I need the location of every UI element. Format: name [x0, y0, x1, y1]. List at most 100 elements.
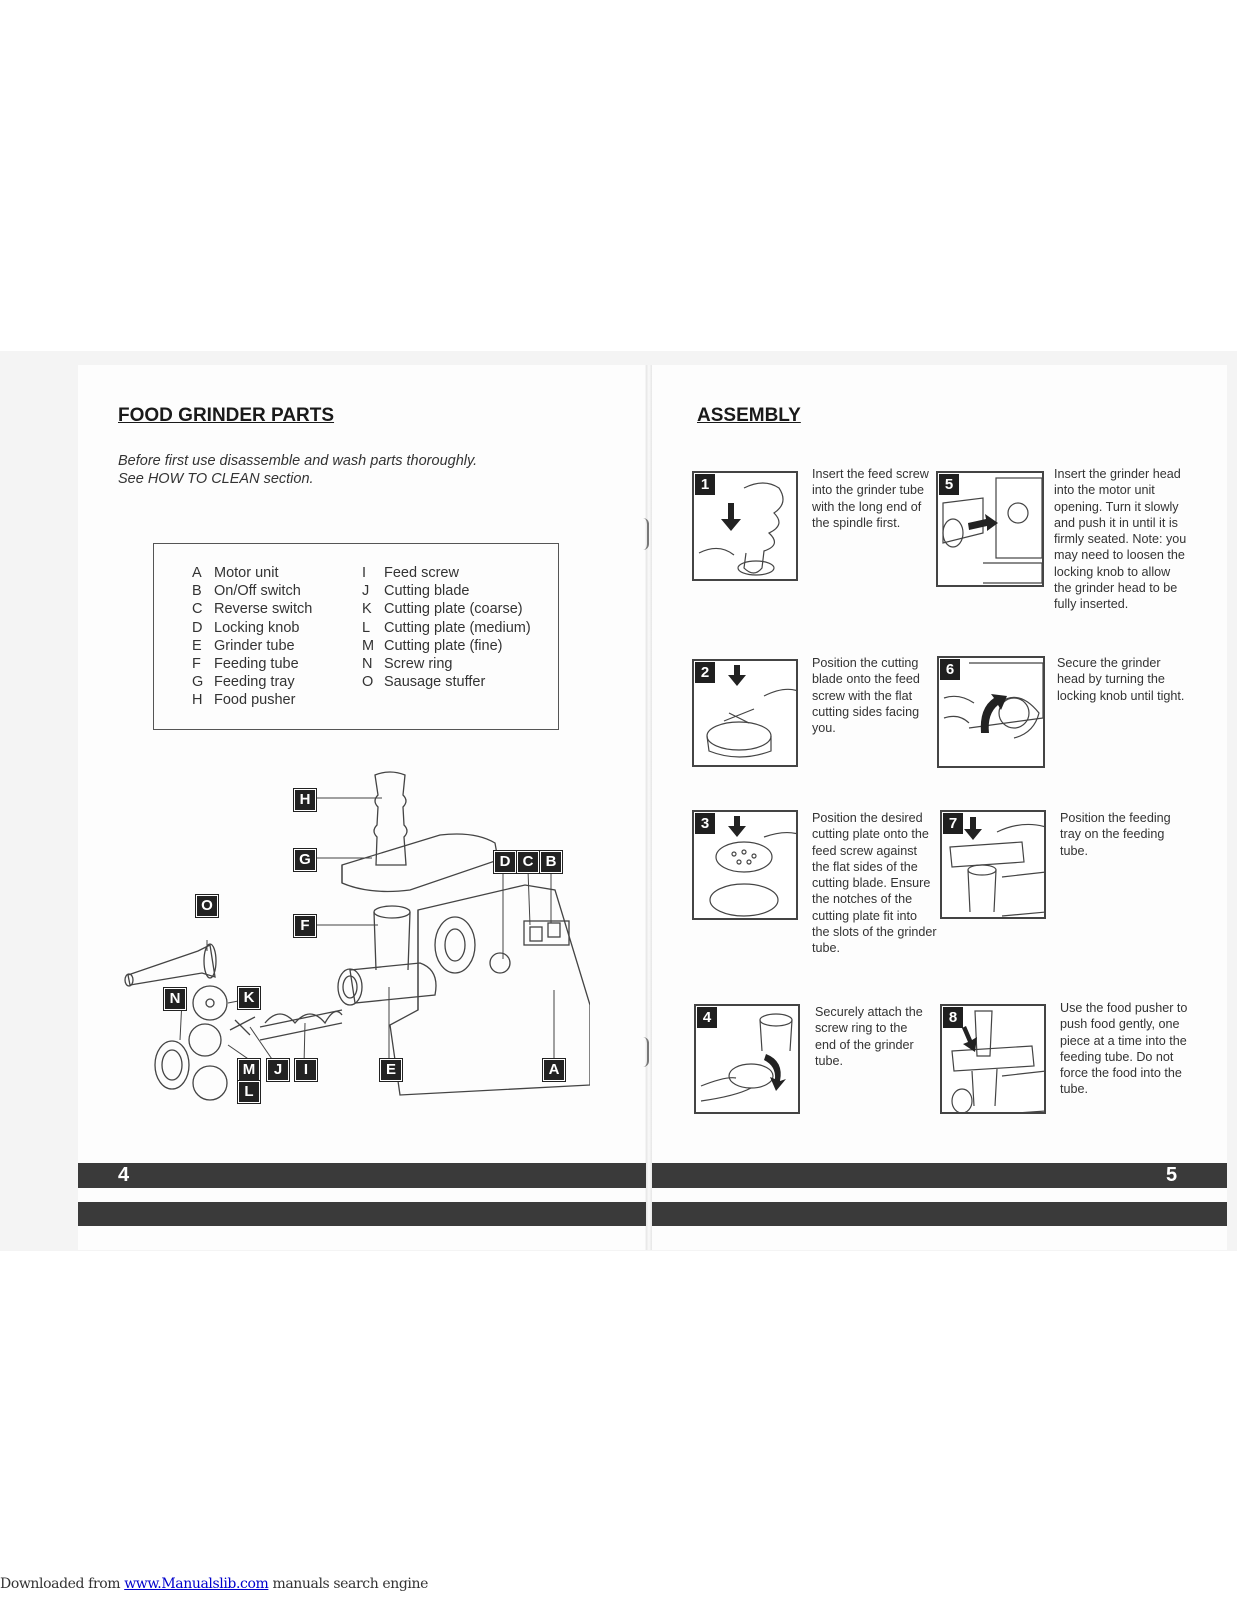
- part-letter: E: [192, 637, 202, 654]
- part-letter: N: [362, 656, 373, 673]
- motor-unit-drawing: [389, 884, 590, 1096]
- part-item: O Sausage stuffer: [362, 673, 531, 691]
- step-6-text: Secure the grinder head by turning the l…: [1057, 656, 1185, 703]
- footer-suffix: manuals search engine: [268, 1576, 429, 1592]
- food-pusher-use-icon: [951, 1010, 1044, 1112]
- label-B: B: [539, 850, 563, 874]
- label-K: K: [237, 986, 261, 1010]
- label-N: N: [163, 987, 187, 1011]
- label-O: O: [195, 894, 219, 918]
- label-C: C: [516, 850, 540, 874]
- part-item: L Cutting plate (medium): [362, 619, 531, 637]
- grinder-illustration: [124, 771, 590, 1101]
- binding-mark: [641, 1037, 649, 1067]
- feed-screw-insert-icon: [698, 482, 784, 576]
- manualslib-link[interactable]: www.Manualslib.com: [124, 1576, 269, 1592]
- step-8-text: Use the food pusher to push food gently,…: [1060, 1001, 1188, 1097]
- part-letter: G: [192, 674, 204, 691]
- screw-ring-drawing: [154, 1040, 190, 1090]
- step-4-text: Securely attach the screw ring to the en…: [815, 1005, 923, 1068]
- feed-screw-drawing: [264, 1010, 343, 1025]
- step-3-text: Position the desired cutting plate onto …: [812, 811, 937, 956]
- step-number: 3: [695, 813, 715, 834]
- intro-line: See HOW TO CLEAN section.: [118, 471, 314, 487]
- label-J: J: [266, 1058, 290, 1082]
- label-M: M: [237, 1058, 261, 1082]
- part-letter: K: [362, 601, 372, 618]
- left-page: [78, 365, 645, 1250]
- cutting-blade-position-icon: [706, 665, 796, 758]
- footer-prefix: Downloaded from: [0, 1576, 125, 1592]
- cutting-plate-medium: [192, 1065, 228, 1101]
- part-item: J Cutting blade: [362, 582, 531, 600]
- label-L: L: [237, 1080, 261, 1104]
- step-5-text: Insert the grinder head into the motor u…: [1054, 467, 1187, 612]
- part-item: I Feed screw: [362, 564, 531, 582]
- part-letter: O: [362, 674, 374, 691]
- page-4-band-lower: [78, 1202, 646, 1226]
- step-number: 2: [695, 662, 715, 683]
- step-number: 8: [943, 1007, 963, 1028]
- part-letter: I: [362, 565, 367, 581]
- part-letter: C: [192, 601, 203, 618]
- cutting-plate-coarse: [192, 985, 228, 1021]
- part-item: F Feeding tube: [192, 655, 312, 673]
- part-name: Cutting plate (medium): [384, 619, 531, 636]
- step-1-illustration: 1: [692, 471, 798, 581]
- step-number: 4: [697, 1007, 717, 1028]
- step-5-illustration: 5: [936, 471, 1044, 587]
- label-I: I: [294, 1058, 318, 1082]
- step-number: 1: [695, 474, 715, 495]
- grinder-tube-drawing: [349, 962, 437, 1004]
- part-name: Cutting blade: [384, 583, 470, 600]
- step-7-text: Position the feeding tray on the feeding…: [1060, 811, 1171, 858]
- page-4-band: [78, 1163, 646, 1188]
- feeding-tube-drawing: [373, 905, 411, 919]
- step-number: 6: [940, 659, 960, 680]
- label-A: A: [542, 1058, 566, 1082]
- part-name: Feeding tube: [214, 656, 299, 673]
- part-letter: F: [192, 656, 201, 673]
- label-H: H: [293, 788, 317, 812]
- step-8-illustration: 8: [940, 1004, 1046, 1114]
- label-F: F: [293, 914, 317, 938]
- part-letter: D: [192, 619, 203, 636]
- part-name: On/Off switch: [214, 583, 301, 600]
- page-fold: [646, 365, 652, 1250]
- cutting-plate-position-icon: [709, 816, 796, 917]
- part-name: Food pusher: [214, 692, 296, 709]
- page-5-band-lower: [652, 1202, 1227, 1226]
- part-letter: L: [362, 619, 371, 636]
- part-name: Feeding tray: [214, 674, 295, 691]
- part-name: Motor unit: [214, 565, 279, 581]
- parts-title: FOOD GRINDER PARTS: [118, 405, 335, 426]
- exploded-parts-diagram: H G F O N K M J I L E A D C B: [110, 765, 590, 1125]
- part-letter: J: [362, 583, 370, 600]
- feeding-tray-position-icon: [949, 817, 1044, 917]
- step-6-illustration: 6: [937, 656, 1045, 768]
- feeding-tray-drawing: [341, 833, 499, 893]
- cutting-blade-drawing: [229, 1016, 256, 1036]
- part-name: Grinder tube: [214, 637, 295, 654]
- step-number: 5: [939, 474, 959, 495]
- part-letter: H: [192, 692, 203, 709]
- part-name: Feed screw: [384, 565, 459, 581]
- assembly-title: ASSEMBLY: [697, 405, 801, 426]
- part-letter: A: [192, 565, 202, 581]
- locking-knob-secure-icon: [943, 662, 1043, 739]
- download-source-footer: Downloaded from www.Manualslib.com manua…: [0, 1576, 428, 1592]
- part-name: Sausage stuffer: [384, 674, 486, 691]
- page-number-right: 5: [1166, 1164, 1178, 1186]
- cutting-plate-fine: [188, 1023, 222, 1057]
- step-3-illustration: 3: [692, 810, 798, 920]
- step-number: 7: [943, 813, 963, 834]
- step-1-text: Insert the feed screw into the grinder t…: [812, 467, 929, 530]
- step-7-illustration: 7: [940, 810, 1046, 919]
- part-item: E Grinder tube: [192, 637, 312, 655]
